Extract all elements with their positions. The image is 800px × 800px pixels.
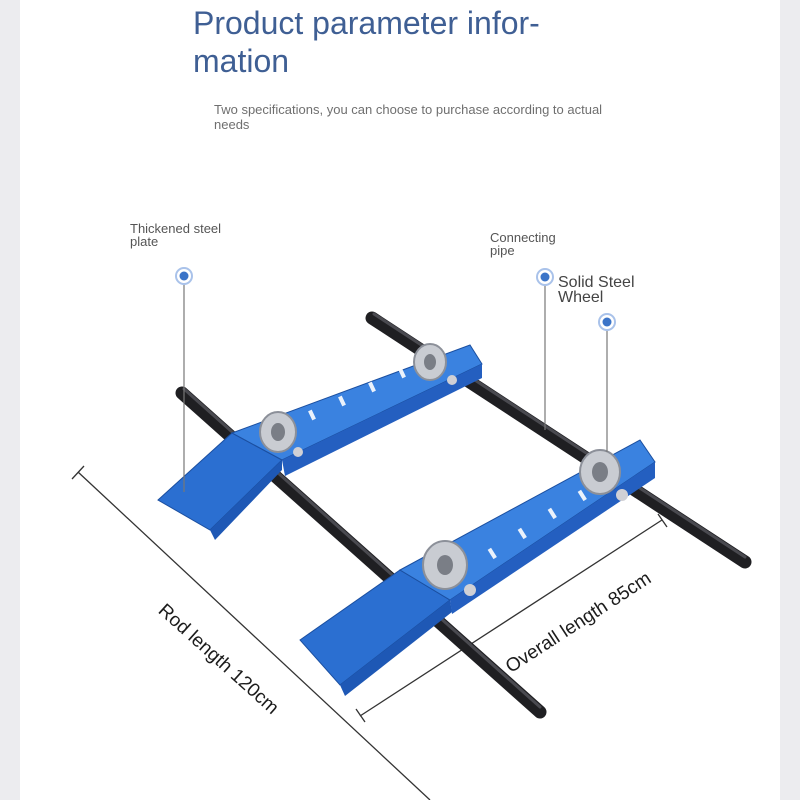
pipe-label: Connecting pipe <box>490 231 556 257</box>
steel-plate-label-line1: Thickened steel <box>130 221 222 236</box>
title-line-2: mation <box>193 43 290 79</box>
wheel-label-line2: Wheel <box>558 289 604 306</box>
page-title: Product parameter infor- mation <box>193 4 613 80</box>
steel-plate-label-line2: plate <box>130 234 159 249</box>
steel-plate-dot <box>175 267 193 285</box>
wheel-label: Solid Steel Wheel <box>558 274 635 306</box>
subtitle: Two specifications, you can choose to pu… <box>214 102 603 132</box>
overall-length-dimension-line <box>355 513 668 723</box>
pipe-label-line2: pipe <box>490 243 515 258</box>
wheel-dot <box>598 313 616 331</box>
left-frame <box>157 343 483 540</box>
right-frame <box>299 439 656 696</box>
rod-length-dimension-line <box>71 465 431 800</box>
pipe-dot <box>536 268 554 286</box>
wheel-label-line1: Solid Steel <box>558 274 635 291</box>
title-line-1: Product parameter infor- <box>193 5 540 41</box>
pipe-label-line1: Connecting <box>490 230 556 245</box>
steel-plate-label: Thickened steel plate <box>130 222 221 248</box>
